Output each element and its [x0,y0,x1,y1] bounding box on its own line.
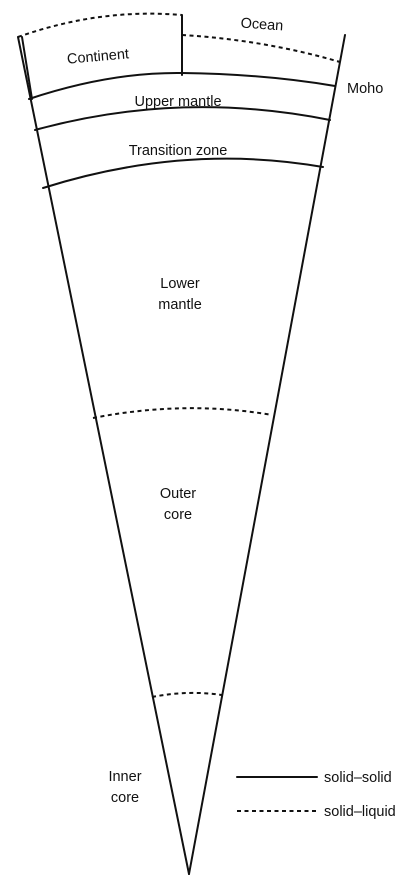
ocean-surface-boundary [181,34,341,63]
inner-core-boundary [151,691,223,698]
lower-mantle-label-line1: Lower [160,276,200,292]
outer-core-label-line1: Outer [160,486,196,502]
moho-label: Moho [347,81,383,97]
core-mantle-boundary [92,407,273,419]
continent-label: Continent [66,46,129,67]
inner-core-label-line2: core [111,790,139,806]
transition-zone-label: Transition zone [129,143,228,159]
legend-dashed-label: solid–liquid [324,804,396,820]
moho-boundary [28,71,336,100]
upper-mantle-base-boundary [34,106,331,131]
legend-solid-label: solid–solid [324,770,392,786]
lower-mantle-label-line2: mantle [158,297,202,313]
legend: solid–solid solid–liquid [236,770,396,820]
wedge-left-edge [17,36,190,875]
transition-zone-base-boundary [42,157,324,189]
inner-core-label-line1: Inner [108,769,141,785]
wedge-right-edge [188,34,346,875]
upper-mantle-label: Upper mantle [134,94,221,110]
continent-left-side [21,36,33,100]
continent-top-boundary [17,12,183,38]
ocean-label: Ocean [240,16,284,35]
outer-core-label-line2: core [164,507,192,523]
